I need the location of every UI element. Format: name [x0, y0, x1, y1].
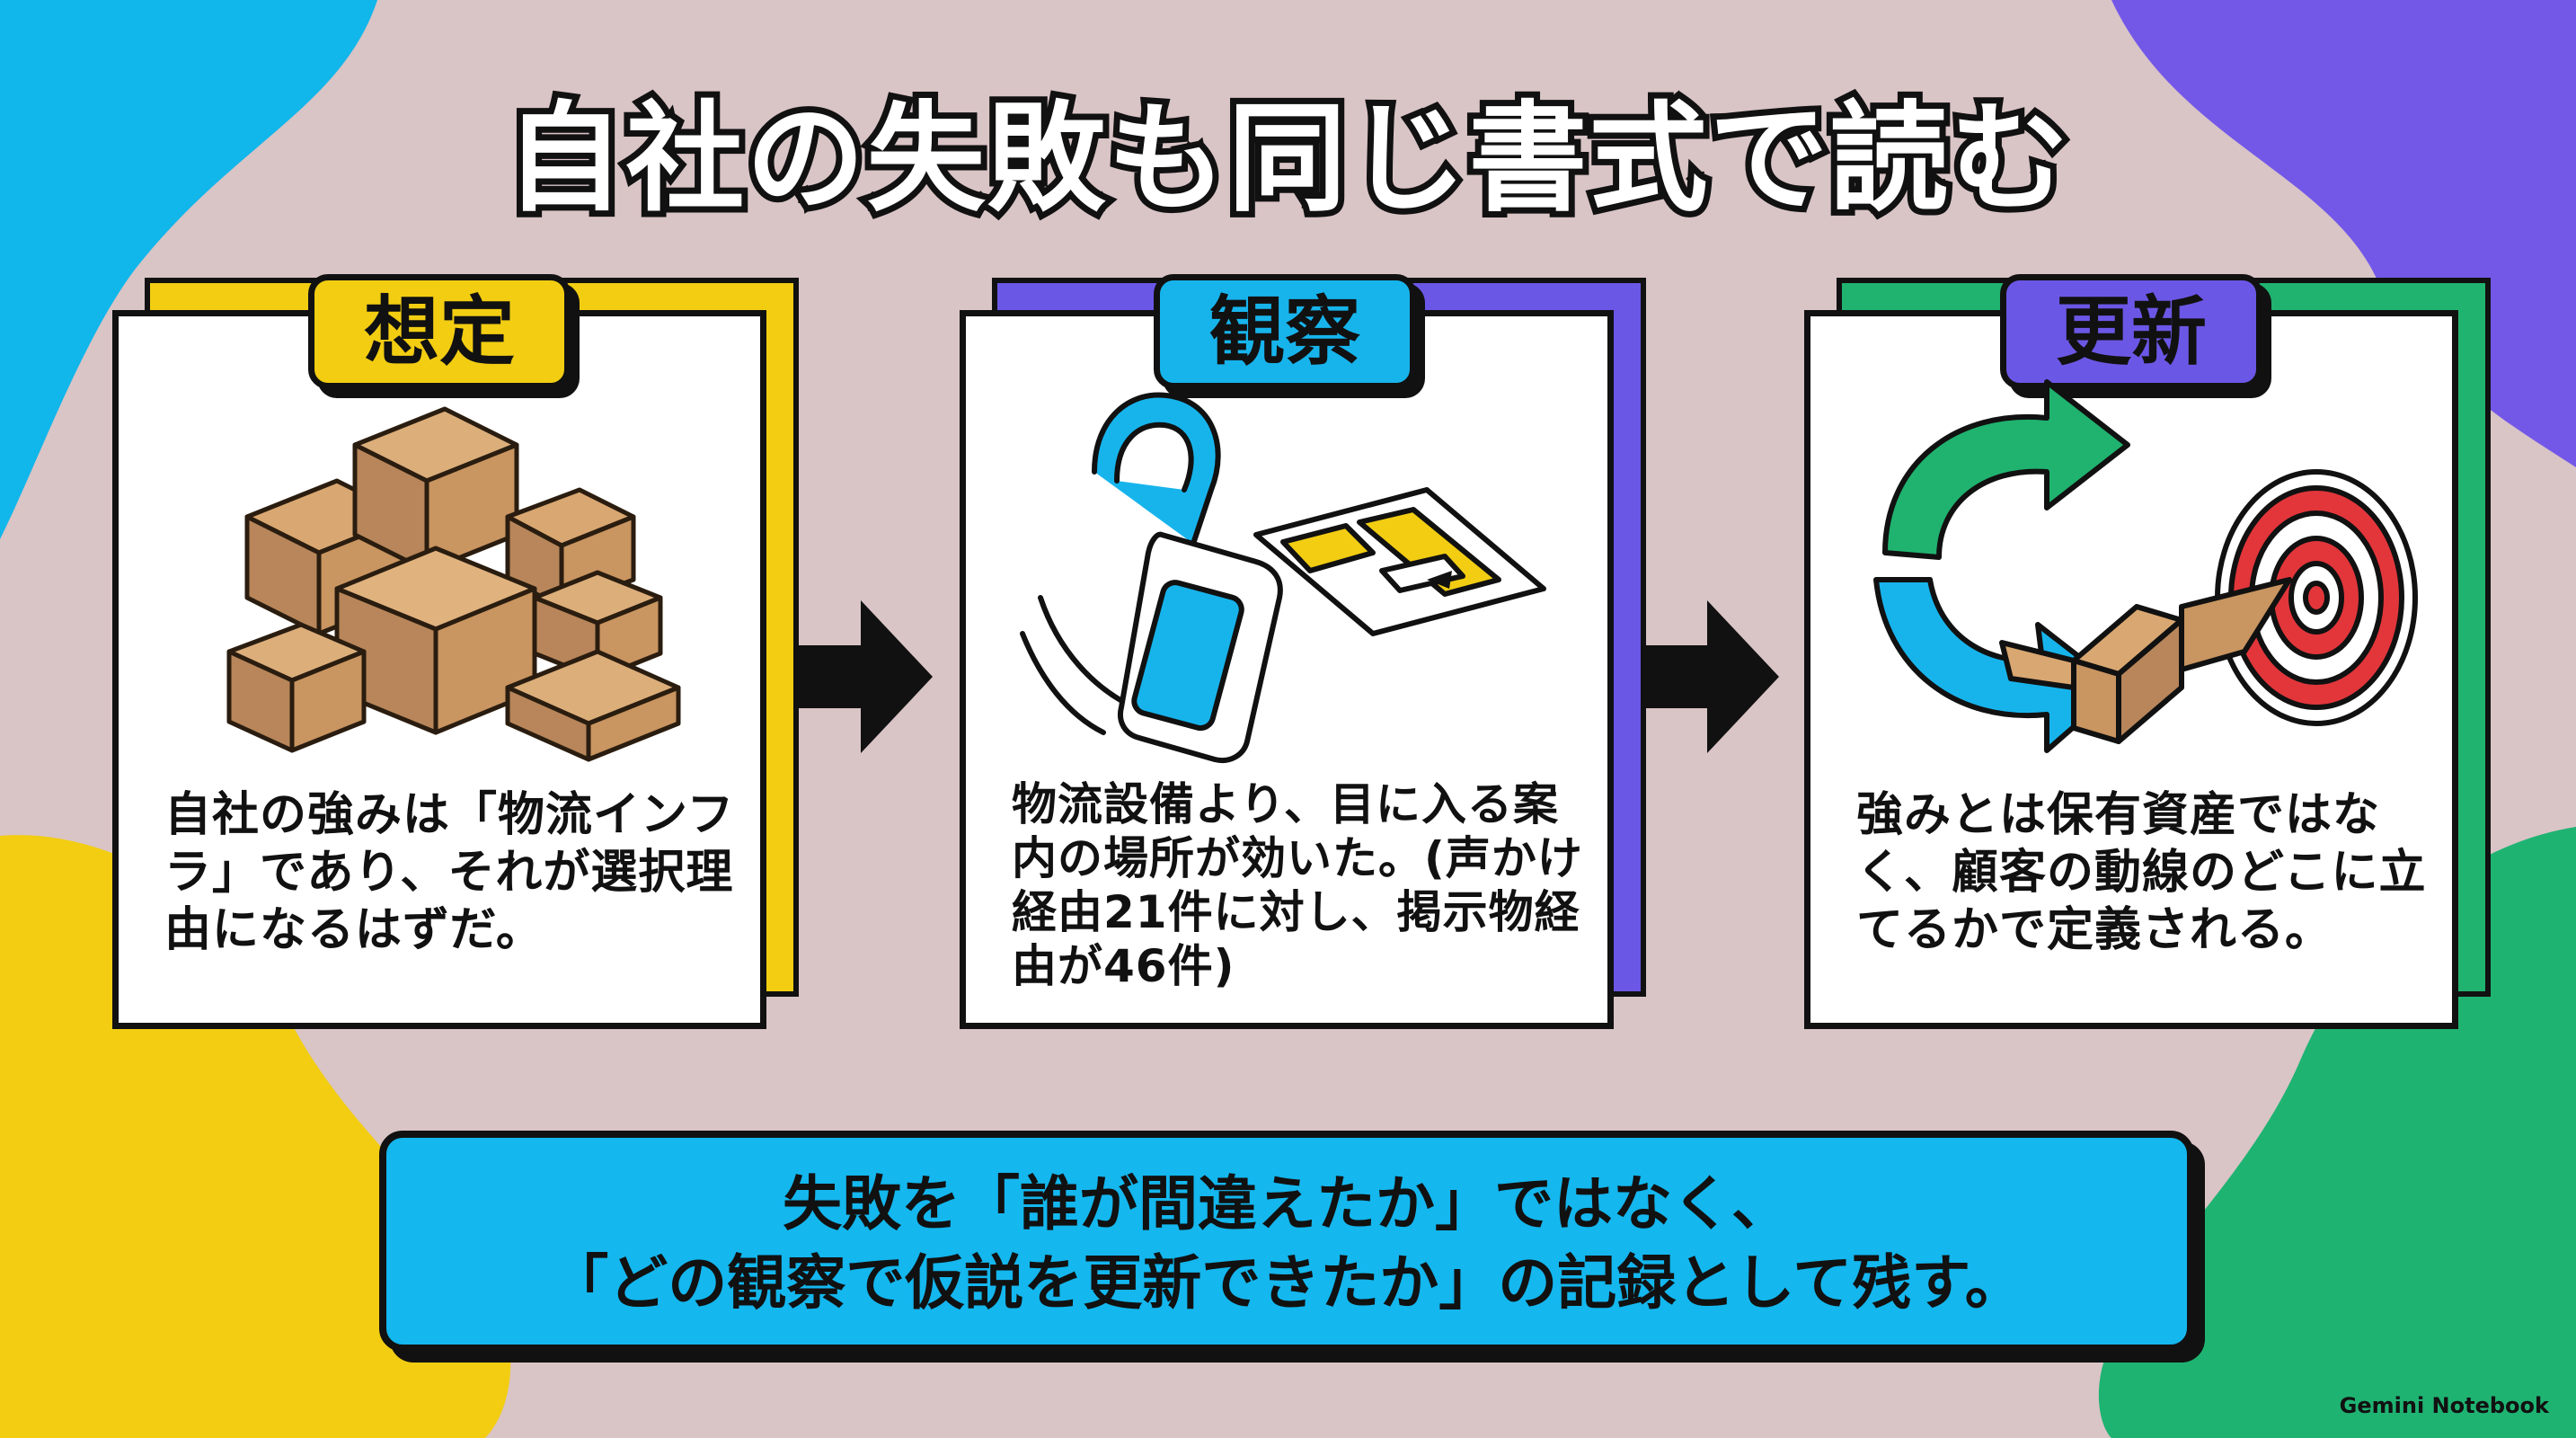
- step-text: 強みとは保有資産ではなく、顧客の動線のどこに立てるかで定義される。: [1856, 788, 2427, 957]
- step-card-observation: 観察 物流設備より、目に入る案内の場所が効いた。(声かけ経由21件に対し、掲示物…: [960, 274, 1646, 1029]
- summary-line-2: 「どの観察で仮説を更新できたか」の記録として残す。: [549, 1248, 2024, 1318]
- right-arrow-icon: [1644, 600, 1779, 753]
- step-card-update: 更新 強みとは保有資産ではなく、顧客の動線のどこに立てるかで定義される。: [1804, 274, 2491, 1029]
- step-label: 想定: [308, 274, 571, 389]
- cardboard-boxes-icon: [226, 406, 681, 762]
- refresh-target-icon: [1873, 379, 2418, 753]
- summary-banner: 失敗を「誰が間違えたか」ではなく、 「どの観察で仮説を更新できたか」の記録として…: [379, 1131, 2194, 1352]
- page-title: 自社の失敗も同じ書式で読む: [500, 84, 2076, 235]
- step-text: 自社の強みは「物流インフラ」であり、それが選択理由になるはずだ。: [164, 788, 735, 957]
- brand-watermark: Gemini Notebook: [2339, 1393, 2549, 1418]
- card-face: [960, 310, 1614, 1029]
- door-hanger-and-sign-icon: [1020, 392, 1546, 763]
- step-label: 更新: [2000, 274, 2262, 389]
- step-text: 物流設備より、目に入る案内の場所が効いた。(声かけ経由21件に対し、掲示物経由が…: [1012, 778, 1583, 992]
- step-card-assumption: 想定: [112, 274, 799, 1029]
- summary-line-1: 失敗を「誰が間違えたか」ではなく、: [783, 1169, 1791, 1238]
- step-label: 観察: [1154, 274, 1416, 389]
- right-arrow-icon: [798, 600, 933, 753]
